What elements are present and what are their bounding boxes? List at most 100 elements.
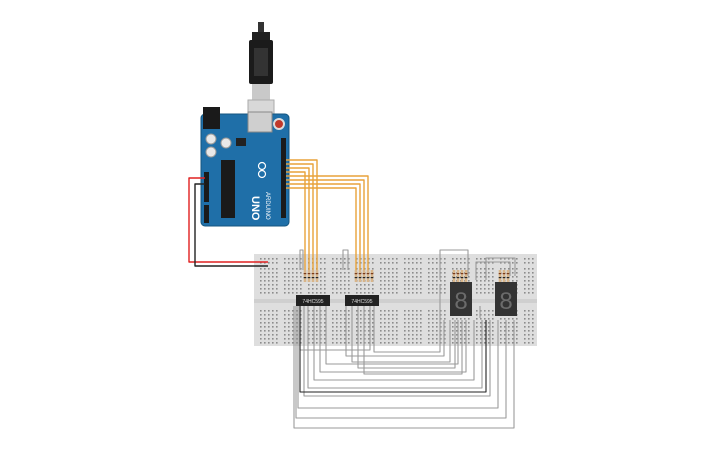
breadboard-hole bbox=[512, 330, 514, 332]
breadboard-hole bbox=[364, 262, 366, 264]
resistor-band bbox=[370, 277, 374, 279]
breadboard-hole bbox=[420, 318, 422, 320]
seven-segment-display-1[interactable]: 8 bbox=[450, 282, 472, 316]
resistor-band bbox=[366, 273, 370, 275]
breadboard-hole bbox=[476, 280, 478, 282]
breadboard-hole bbox=[484, 288, 486, 290]
breadboard-hole bbox=[348, 276, 350, 278]
breadboard-hole bbox=[372, 322, 374, 324]
breadboard-hole bbox=[324, 338, 326, 340]
breadboard-hole bbox=[268, 258, 270, 260]
breadboard-hole bbox=[404, 258, 406, 260]
breadboard-hole bbox=[416, 268, 418, 270]
breadboard-hole bbox=[360, 342, 362, 344]
breadboard-hole bbox=[300, 318, 302, 320]
breadboard-hole bbox=[528, 292, 530, 294]
breadboard-hole bbox=[460, 268, 462, 270]
breadboard-hole bbox=[428, 284, 430, 286]
breadboard-hole bbox=[528, 342, 530, 344]
breadboard-hole bbox=[292, 330, 294, 332]
breadboard-hole bbox=[492, 310, 494, 312]
breadboard-hole bbox=[380, 318, 382, 320]
breadboard-hole bbox=[384, 268, 386, 270]
breadboard-hole bbox=[388, 310, 390, 312]
breadboard-hole bbox=[340, 258, 342, 260]
breadboard-hole bbox=[444, 272, 446, 274]
breadboard-hole bbox=[340, 326, 342, 328]
breadboard-hole bbox=[508, 262, 510, 264]
breadboard-hole bbox=[384, 292, 386, 294]
breadboard-hole bbox=[324, 330, 326, 332]
breadboard-hole bbox=[404, 338, 406, 340]
resistor bbox=[358, 270, 362, 282]
breadboard-hole bbox=[380, 268, 382, 270]
breadboard-hole bbox=[388, 326, 390, 328]
breadboard-hole bbox=[428, 272, 430, 274]
breadboard-hole bbox=[324, 280, 326, 282]
resistor-band bbox=[506, 277, 510, 279]
resistor-band bbox=[452, 273, 456, 275]
breadboard-hole bbox=[324, 292, 326, 294]
breadboard-hole bbox=[440, 322, 442, 324]
reset-button[interactable] bbox=[273, 118, 285, 130]
breadboard-hole bbox=[320, 310, 322, 312]
breadboard-hole bbox=[412, 284, 414, 286]
breadboard-hole bbox=[372, 326, 374, 328]
breadboard-hole bbox=[516, 272, 518, 274]
breadboard-hole bbox=[292, 280, 294, 282]
breadboard-hole bbox=[492, 314, 494, 316]
breadboard-hole bbox=[320, 342, 322, 344]
breadboard-hole bbox=[368, 342, 370, 344]
breadboard-hole bbox=[384, 288, 386, 290]
breadboard-hole bbox=[296, 310, 298, 312]
breadboard-hole bbox=[464, 258, 466, 260]
breadboard-hole bbox=[296, 268, 298, 270]
breadboard-hole bbox=[484, 280, 486, 282]
breadboard-hole bbox=[340, 330, 342, 332]
breadboard-hole bbox=[320, 268, 322, 270]
breadboard-hole bbox=[392, 272, 394, 274]
breadboard-hole bbox=[384, 322, 386, 324]
breadboard-hole bbox=[460, 342, 462, 344]
resistor bbox=[303, 270, 307, 282]
breadboard-hole bbox=[312, 338, 314, 340]
breadboard-hole bbox=[432, 262, 434, 264]
breadboard-hole bbox=[504, 322, 506, 324]
breadboard-hole bbox=[324, 268, 326, 270]
breadboard-hole bbox=[484, 310, 486, 312]
breadboard-hole bbox=[452, 322, 454, 324]
breadboard-hole bbox=[488, 322, 490, 324]
breadboard-hole bbox=[416, 326, 418, 328]
breadboard-hole bbox=[388, 342, 390, 344]
breadboard-hole bbox=[344, 322, 346, 324]
breadboard-hole bbox=[320, 318, 322, 320]
wire-layer[interactable] bbox=[188, 159, 516, 429]
breadboard-hole bbox=[528, 284, 530, 286]
shift-register-2[interactable]: 74HC595 bbox=[345, 295, 379, 306]
breadboard-hole bbox=[488, 258, 490, 260]
signal-wire bbox=[286, 167, 310, 276]
breadboard-hole bbox=[276, 334, 278, 336]
breadboard-hole bbox=[348, 342, 350, 344]
breadboard-hole bbox=[372, 318, 374, 320]
breadboard-hole bbox=[420, 272, 422, 274]
signal-wire bbox=[286, 187, 357, 276]
breadboard-hole bbox=[436, 326, 438, 328]
breadboard-hole bbox=[360, 330, 362, 332]
breadboard-hole bbox=[440, 284, 442, 286]
breadboard-hole bbox=[408, 342, 410, 344]
breadboard-hole bbox=[312, 318, 314, 320]
arduino-board[interactable]: ARDUINO UNO bbox=[200, 107, 290, 227]
shift-register-1[interactable]: 74HC595 bbox=[296, 295, 330, 306]
breadboard-hole bbox=[324, 310, 326, 312]
resistor-array[interactable] bbox=[303, 270, 510, 282]
seven-segment-display-2[interactable]: 8 bbox=[495, 282, 517, 316]
breadboard-hole bbox=[324, 284, 326, 286]
breadboard-hole bbox=[504, 334, 506, 336]
breadboard-hole bbox=[276, 276, 278, 278]
breadboard-hole bbox=[488, 342, 490, 344]
breadboard-hole bbox=[436, 276, 438, 278]
breadboard-hole bbox=[272, 292, 274, 294]
breadboard-hole bbox=[392, 342, 394, 344]
